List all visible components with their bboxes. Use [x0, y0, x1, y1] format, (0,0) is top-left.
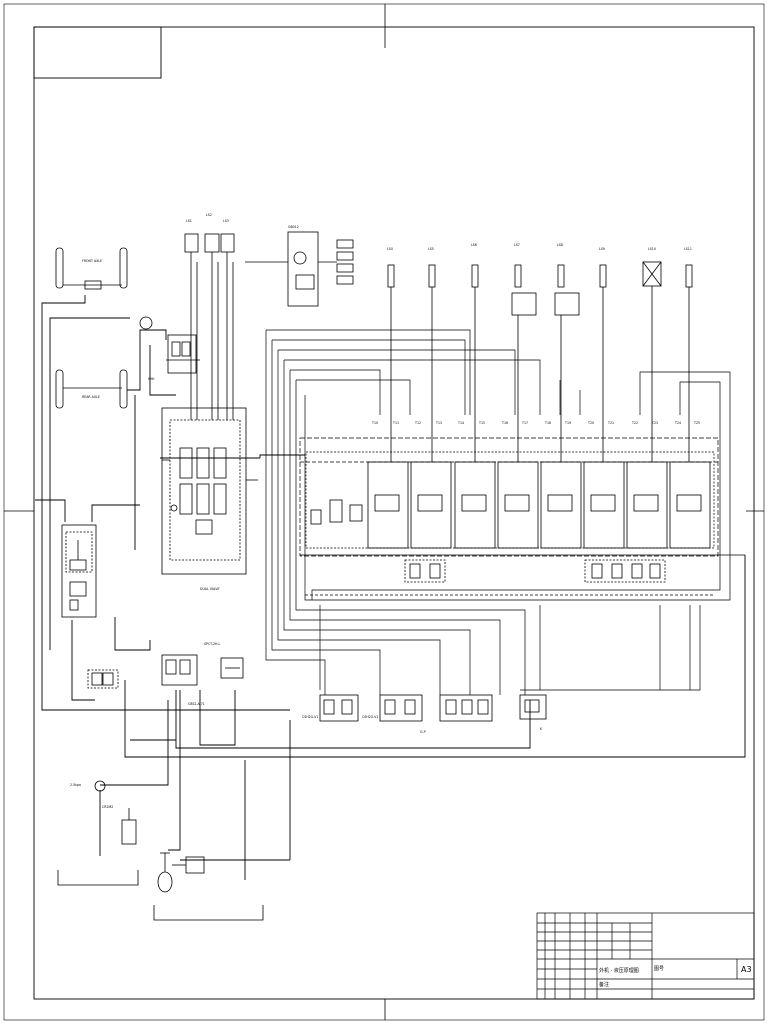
title-field-a: 图号 [654, 966, 664, 972]
top-valve-label: GB012 [288, 225, 299, 229]
svg-text:T14: T14 [457, 421, 464, 425]
svg-text:G-P: G-P [420, 730, 426, 734]
top-middle-valve [245, 231, 354, 307]
svg-text:LS10: LS10 [648, 247, 656, 251]
cyl-tag: LS1 [186, 219, 192, 223]
svg-text:T18: T18 [544, 421, 551, 425]
pump-label: 2.5kpa [70, 783, 81, 787]
svg-text:T17: T17 [521, 421, 528, 425]
svg-text:LS5: LS5 [428, 247, 434, 251]
drawing-title: 外机 · 液压原理图 [599, 967, 639, 974]
actuator-tags: LS4 LS5 LS6 LS7 LS8 LS9 LS10 LS11 [387, 243, 692, 251]
right-valve-sections [310, 461, 711, 549]
top-left-cylinders [184, 233, 235, 420]
svg-text:T16: T16 [501, 421, 508, 425]
front-axle-label: FRONT AXLE [82, 259, 102, 263]
bank-port-tags: T10 T11 T12 T13 T14 T15 T16 T17 T18 T19 T20 T2… [371, 421, 700, 425]
svg-text:T13: T13 [435, 421, 442, 425]
priority-valve [87, 669, 119, 689]
steering-motor-icon [139, 316, 153, 330]
bottom-valve-tags: CSH2G-V1 CSH2G-V1 G-P K [302, 715, 543, 734]
svg-text:T24: T24 [674, 421, 681, 425]
tank-right [153, 905, 264, 921]
svg-text:K: K [540, 727, 543, 731]
main-pump [157, 852, 205, 893]
actuator-row [387, 261, 693, 415]
main-left-valve-bank [161, 407, 258, 575]
pilot-valve-a [161, 654, 198, 686]
svg-text:T11: T11 [392, 421, 399, 425]
steering-valve-block [166, 334, 200, 374]
filter-label: CR2M2 [102, 805, 113, 809]
svg-text:LS8: LS8 [557, 243, 563, 247]
bank-port-lines [390, 415, 690, 462]
svg-text:LS9: LS9 [599, 247, 605, 251]
svg-text:T20: T20 [587, 421, 594, 425]
svg-text:LS6: LS6 [471, 243, 477, 247]
svg-text:T21: T21 [607, 421, 614, 425]
svg-text:T12: T12 [414, 421, 421, 425]
svg-text:T25: T25 [693, 421, 700, 425]
svg-text:T22: T22 [631, 421, 638, 425]
title-field-b: 备注 [599, 981, 609, 988]
pilot-valve-label: SPCT-2H-L [204, 642, 221, 646]
rear-axle-label: REAR AXLE [82, 395, 100, 399]
svg-text:LS11: LS11 [684, 247, 692, 251]
bottom-valve-row [319, 694, 547, 722]
svg-text:T23: T23 [651, 421, 658, 425]
left-supply-lines [35, 295, 746, 880]
corner-box [33, 26, 162, 79]
title-block [536, 912, 755, 1000]
svg-text:CSH2G-V1: CSH2G-V1 [362, 715, 378, 719]
svg-text:T10: T10 [371, 421, 378, 425]
steering-valve-label: SHK [148, 377, 155, 381]
pilot-valve-label: CBS2-A-71 [188, 702, 205, 706]
svg-text:LS4: LS4 [387, 247, 393, 251]
svg-text:T19: T19 [564, 421, 571, 425]
pump-icon [94, 780, 106, 792]
cyl-tag: LS2 [206, 213, 212, 217]
filter-block [121, 808, 137, 845]
sheet-size: A3 [741, 965, 752, 974]
lower-pilot-row [404, 559, 666, 583]
svg-text:LS7: LS7 [514, 243, 520, 247]
front-axle [55, 247, 128, 290]
pilot-valve-b [220, 657, 244, 679]
sheet-border [3, 3, 765, 1021]
valve-label: DUAL VALVE [200, 587, 220, 591]
pilot-network [265, 329, 745, 695]
svg-text:T15: T15 [478, 421, 485, 425]
cyl-tag: LS3 [223, 219, 229, 223]
rear-axle [55, 369, 128, 409]
tank-left [57, 870, 139, 886]
right-valve-bank [299, 437, 719, 557]
svg-text:CSH2G-V1: CSH2G-V1 [302, 715, 318, 719]
flow-divider-block [61, 524, 97, 618]
